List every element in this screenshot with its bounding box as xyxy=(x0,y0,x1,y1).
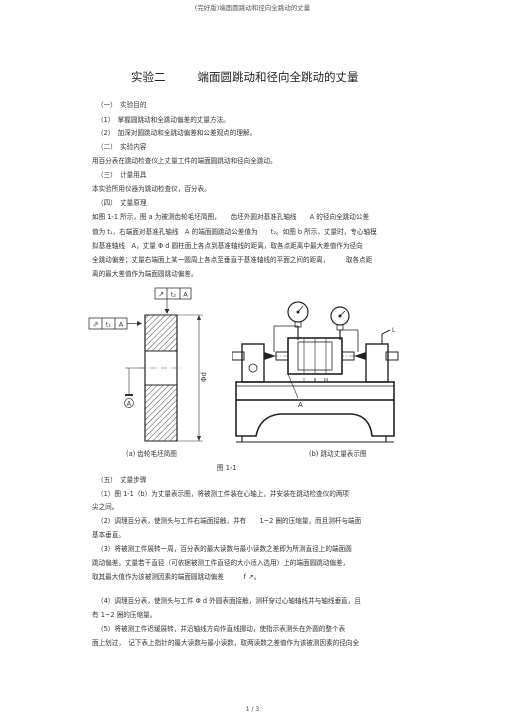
section-label: III xyxy=(324,378,328,384)
figure-caption-a: (a) 齿轮毛坯简图 xyxy=(126,450,177,458)
section-heading-purpose: （一） 实验目的 xyxy=(97,101,147,109)
figure-gear-blank: ↗ t₂ A ⇗ t₁ A Φd xyxy=(88,287,208,442)
left-centre xyxy=(232,343,276,383)
tolerance-frame-left: ⇗ t₁ A xyxy=(88,317,142,330)
paragraph-line: 全跳动偏差；丈量右端面上某一圆周上各点至垂直于基准轴线的平面之间的距离， 取各点… xyxy=(92,256,373,264)
paragraph-line: 离的最大差值作为端面圆跳动偏差。 xyxy=(92,270,198,278)
tolerance-value: t₁ xyxy=(106,321,112,329)
paragraph-line: 如图 1-1 所示，图 a 为被测齿轮毛坯简图， 齿坯外圆对基准孔轴线 A 的径… xyxy=(92,213,370,221)
paragraph-line: 用百分表在跳动检查仪上丈量工件的端面圆跳动和径向全跳动。 xyxy=(92,157,277,165)
paragraph-line: 值为 t₁，右端面对基准孔轴线 A 的端面圆跳动公差值为 t₂。如图 b 所示，… xyxy=(92,228,377,236)
section-heading-content: （二） 实验内容 xyxy=(97,143,147,151)
paragraph-line: 本实验所用仪器为跳动检查仪，百分表。 xyxy=(92,185,211,193)
paragraph-line: （4）调理百分表，使测头与工件 Φ d 外圆表面接触，测杆穿过心轴轴线并与轴线垂… xyxy=(97,597,361,605)
section-label: II xyxy=(314,378,317,384)
machine-base xyxy=(235,381,395,443)
paragraph-line: 取其最大值作为该被测因素的端面圆跳动偏差 f ↗。 xyxy=(92,573,261,581)
right-centre: L xyxy=(354,327,399,383)
paragraph-line: （3）将被测工件展转一周，百分表的最大读数与最小读数之差即为所测直径上的端面圆 xyxy=(97,545,352,553)
figure-runout-setup: L I II III A xyxy=(232,301,399,443)
title-main: 端面圆跳动和径向全跳动的丈量 xyxy=(197,70,359,84)
paragraph-line: （2）调理百分表，使测头与工件右端面接触，并有 1~2 圈的压缩量，而且测杆与端… xyxy=(97,517,362,525)
page-header: (完好版)端面圆跳动和径向全跳动的丈量 xyxy=(194,4,311,12)
section-heading-principle: （四） 丈量原理 xyxy=(97,199,147,207)
paragraph-line: 有 1~2 圈的压缩量。 xyxy=(92,611,157,619)
list-item: （2） 加深对圆跳动和全跳动偏差和公差观点的理解。 xyxy=(97,129,257,137)
paragraph-line: 跳动偏差。丈量若干直径（可依据被测工件直径的大小适入选用）上的端面圆跳动偏差， xyxy=(92,559,350,567)
workpiece-on-mandrel: I II III A xyxy=(272,337,358,409)
gear-blank-section xyxy=(139,314,183,442)
paragraph-line: 基本垂直。 xyxy=(92,531,125,539)
paragraph-line: 拟基准轴线 A，丈量 Φ d 圆柱面上各点到基准轴线的距离，取各点距离中最大差值… xyxy=(92,242,363,250)
paragraph-line: （5）将被测工件迟缓展转，并沿轴线方向作直线挪动，使指示表测头在外圆的整个表 xyxy=(97,625,346,633)
datum-a-label: A xyxy=(127,400,132,408)
section-label: I xyxy=(303,378,304,384)
figure-number: 图 1-1 xyxy=(217,464,237,472)
paragraph-line: （1）图 1-1（b）为丈量表示图，将被测工件装在心轴上，并安装在跳动检查仪的两… xyxy=(97,490,350,498)
total-runout-symbol: ⇗ xyxy=(93,321,99,329)
diameter-label: Φd xyxy=(200,372,208,382)
diameter-dimension: Φd xyxy=(177,314,208,442)
figure-caption-b: (b) 跳动丈量表示图 xyxy=(309,450,367,458)
pin-label: L xyxy=(392,327,396,334)
tolerance-value: t₂ xyxy=(171,291,177,299)
paragraph-line: 面上划过， 记下表上指针的最大读数与最小读数，取两读数之差值作为该被测因素的径向… xyxy=(92,639,360,647)
paragraph-line: 尖之间。 xyxy=(92,503,119,511)
list-item: （1） 掌握圆跳动和全跳动偏差的丈量方法。 xyxy=(97,116,230,124)
section-heading-tools: （三） 计量用具 xyxy=(97,171,147,179)
page-title: 实验二 端面圆跳动和径向全跳动的丈量 xyxy=(131,69,359,85)
dial-indicator-left xyxy=(273,301,309,352)
dial-indicator-right xyxy=(330,306,359,352)
section-heading-steps: （五） 丈量步骤 xyxy=(97,476,147,484)
title-prefix: 实验二 xyxy=(131,70,166,84)
tolerance-frame-top: ↗ t₂ A xyxy=(154,287,192,314)
part-label-a: A xyxy=(298,401,303,409)
datum-symbol: A xyxy=(124,367,145,408)
circular-runout-symbol: ↗ xyxy=(158,291,164,299)
datum-letter: A xyxy=(183,291,188,299)
page-number: 1 / 3 xyxy=(245,706,260,713)
datum-letter: A xyxy=(119,321,124,329)
